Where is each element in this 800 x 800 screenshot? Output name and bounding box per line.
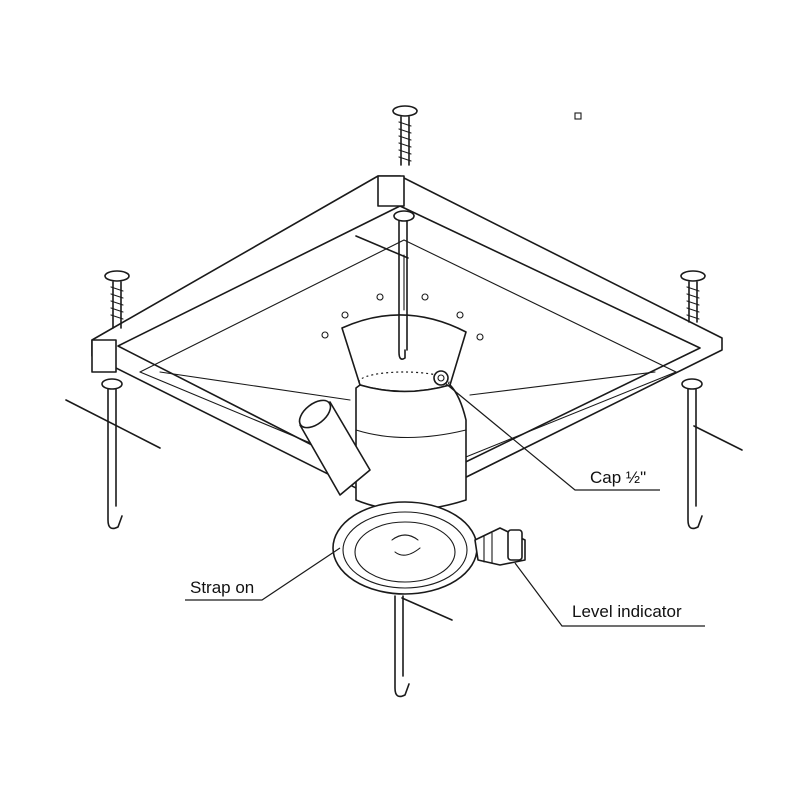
strap-label: Strap on bbox=[190, 578, 254, 597]
screw-top bbox=[392, 105, 418, 166]
strap-leader-line bbox=[185, 547, 341, 601]
level-leader-line bbox=[514, 562, 705, 627]
drain-body bbox=[298, 314, 467, 511]
rod-bottom bbox=[394, 595, 453, 698]
screw-left bbox=[104, 270, 130, 329]
level-label: Level indicator bbox=[572, 602, 682, 621]
cap-leader-line bbox=[444, 382, 660, 491]
cap-label: Cap ½" bbox=[590, 468, 646, 487]
level-indicator bbox=[474, 527, 526, 566]
rod-top bbox=[355, 210, 415, 360]
screw-right bbox=[680, 270, 706, 323]
corner-marker bbox=[574, 112, 582, 120]
rod-left bbox=[65, 378, 161, 530]
rod-right bbox=[681, 378, 743, 530]
strap-ring bbox=[332, 501, 478, 595]
